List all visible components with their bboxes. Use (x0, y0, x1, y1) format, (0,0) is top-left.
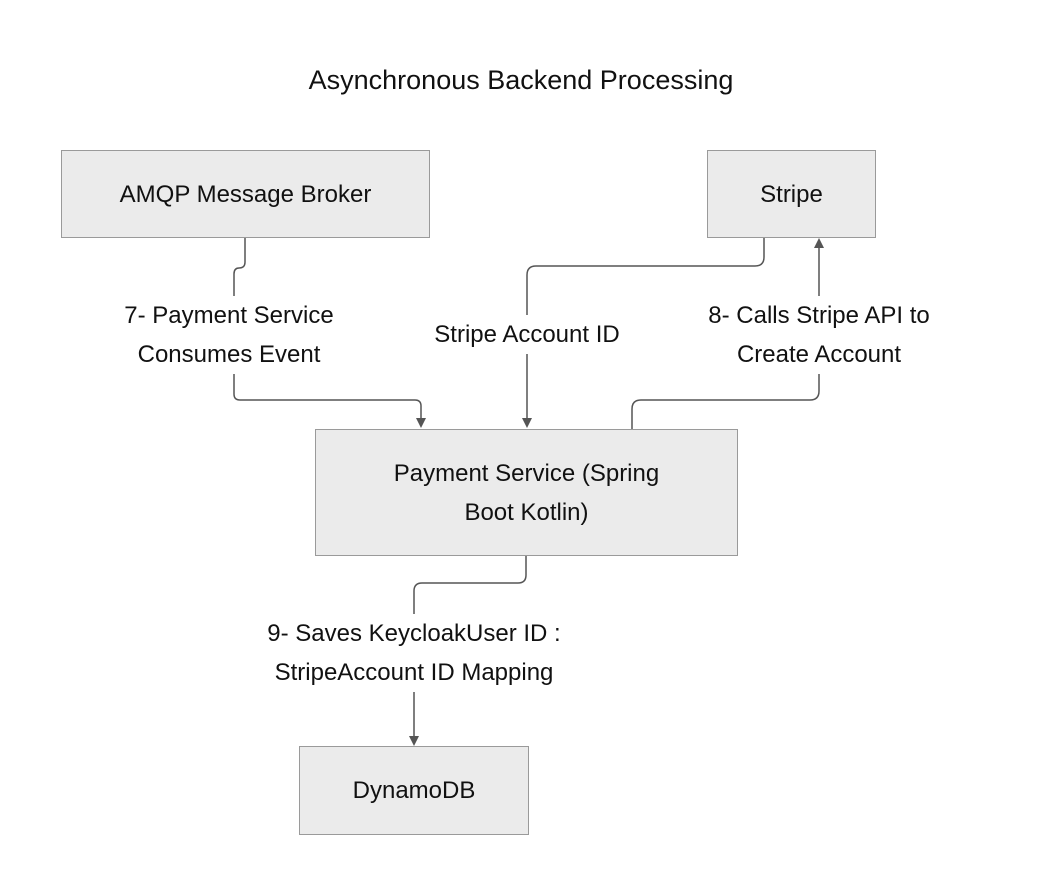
node-amqp-label: AMQP Message Broker (119, 180, 372, 208)
edge-label-consume-event: 7- Payment Service Consumes Event (104, 296, 354, 374)
node-dynamodb-label: DynamoDB (352, 777, 476, 804)
node-amqp-message-broker: AMQP Message Broker (61, 150, 430, 238)
node-payment-service: Payment Service (Spring Boot Kotlin) (315, 429, 738, 556)
edge-label-create-line2: Create Account (736, 341, 902, 368)
edge-save-mapping (409, 556, 527, 746)
edge-label-save-line1: 9- Saves KeycloakUser ID : (267, 620, 561, 647)
edge-label-create-line1: 8- Calls Stripe API to (708, 302, 930, 329)
node-payment-label-line1: Payment Service (Spring (393, 459, 660, 487)
edge-label-stripe-account-id: Stripe Account ID (416, 315, 638, 354)
edge-label-create-account: 8- Calls Stripe API to Create Account (684, 296, 954, 374)
edge-consume-event (233, 238, 426, 428)
edge-create-account (631, 238, 824, 430)
diagram-title: Asynchronous Backend Processing (308, 65, 734, 95)
node-payment-label-line2: Boot Kotlin) (464, 498, 589, 526)
edge-label-stripe-id-text: Stripe Account ID (434, 321, 620, 348)
node-stripe: Stripe (707, 150, 876, 238)
edge-label-consume-line1: 7- Payment Service (124, 302, 334, 329)
edge-label-save-mapping: 9- Saves KeycloakUser ID : StripeAccount… (244, 614, 584, 692)
edge-label-save-line2: StripeAccount ID Mapping (274, 659, 554, 686)
edge-label-consume-line2: Consumes Event (137, 341, 321, 368)
node-dynamodb: DynamoDB (299, 746, 529, 835)
node-stripe-label: Stripe (760, 180, 823, 208)
edge-stripe-account-id (522, 238, 765, 428)
